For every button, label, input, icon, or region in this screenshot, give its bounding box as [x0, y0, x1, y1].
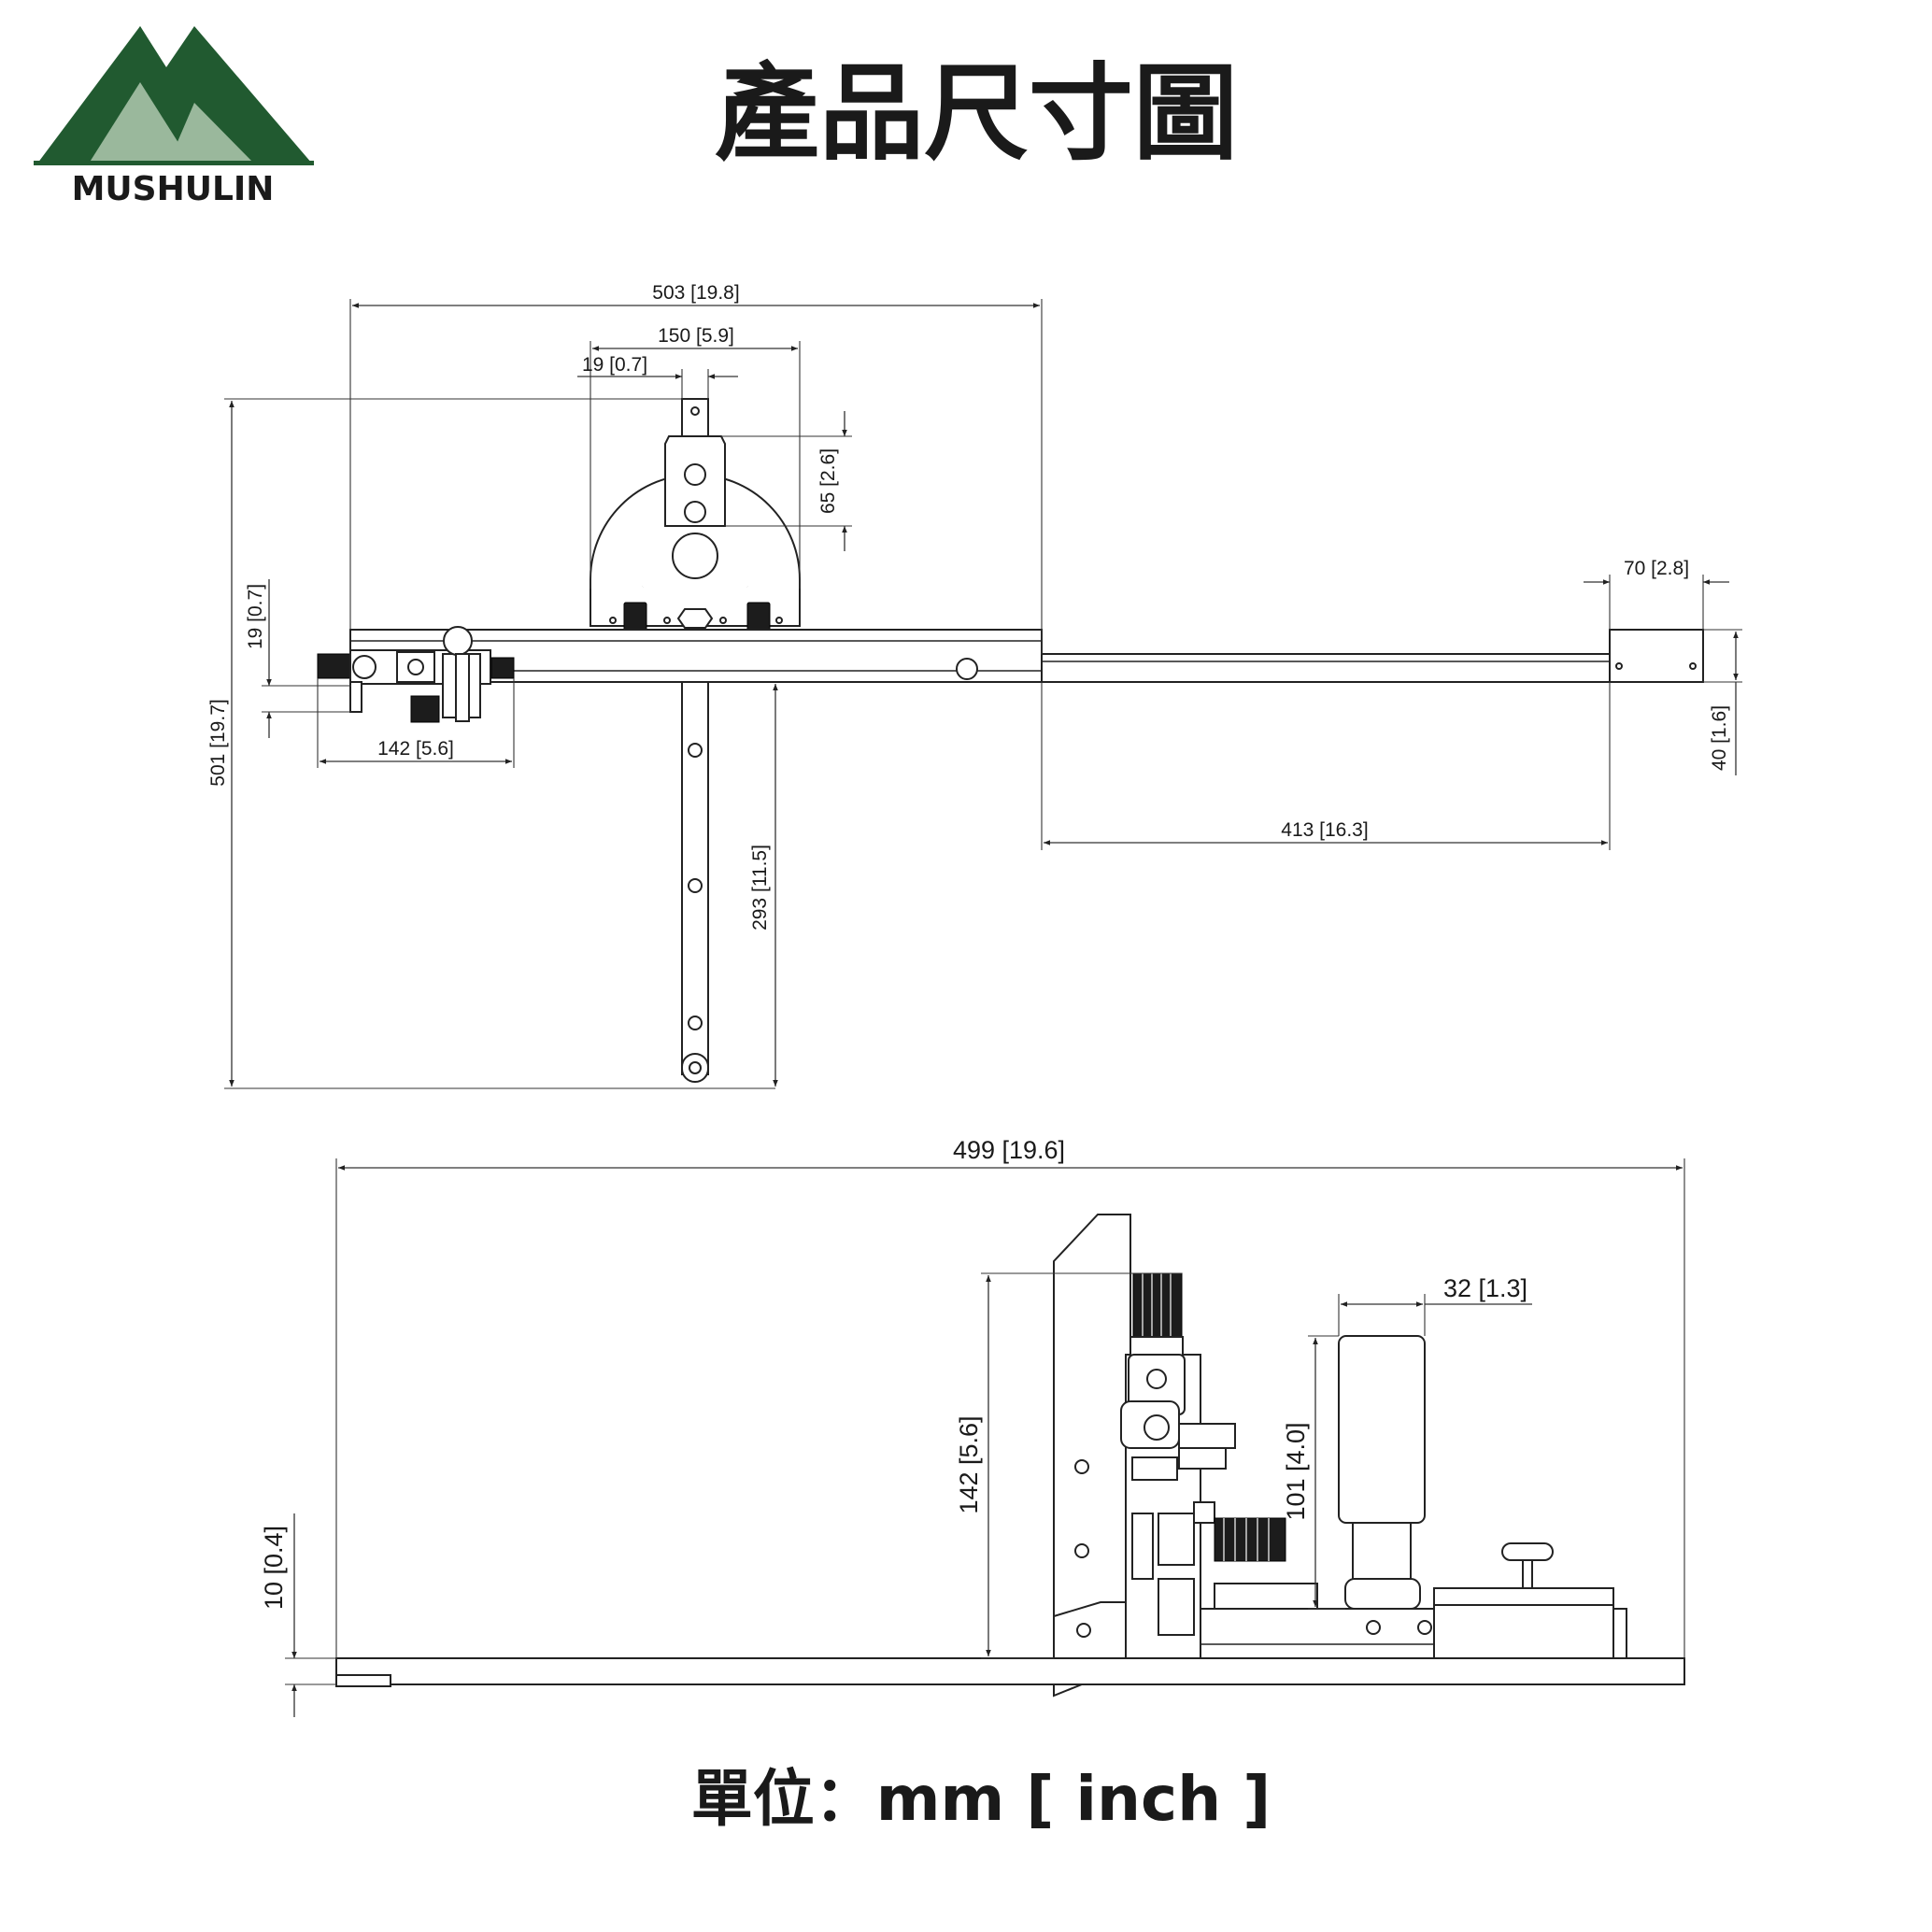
- brand-name: MUSHULIN: [72, 170, 275, 208]
- dim-left-offset: 19 [0.7]: [245, 584, 266, 649]
- knob-left-icon: [623, 602, 647, 632]
- dim-end-block-width: 70 [2.8]: [1624, 558, 1689, 579]
- side-knurled-knob-icon: [1214, 1517, 1286, 1562]
- dim-overall-length: 499 [19.6]: [953, 1136, 1065, 1164]
- dim-base-thickness: 10 [0.4]: [260, 1526, 288, 1610]
- handle-grip: [1338, 1335, 1426, 1524]
- top-view-dimensions: [224, 299, 1742, 1089]
- end-block: [1609, 629, 1704, 683]
- extension-bar: [1041, 653, 1611, 683]
- brand-logo: MUSHULIN: [34, 26, 314, 208]
- unit-label: 單位：mm [ inch ]: [691, 1763, 1271, 1835]
- dim-end-block-height: 40 [1.6]: [1709, 705, 1730, 771]
- side-view-dimensions: [285, 1158, 1685, 1717]
- dim-stop-width: 19 [0.7]: [582, 354, 647, 376]
- knob-lower-icon: [410, 695, 440, 723]
- dim-flip-stop-width: 142 [5.6]: [377, 738, 454, 760]
- side-view: [335, 1214, 1685, 1698]
- top-knurled-knob-icon: [1132, 1272, 1183, 1338]
- top-view-labels: 503 [19.8] 150 [5.9] 19 [0.7] 65 [2.6] 7…: [207, 282, 1730, 930]
- dim-stop-height: 65 [2.6]: [817, 448, 839, 514]
- side-view-labels: 499 [19.6] 142 [5.6] 32 [1.3] 101 [4.0] …: [260, 1136, 1527, 1610]
- top-view: [317, 398, 1704, 1083]
- knob-far-left-icon: [317, 653, 352, 679]
- dim-protractor-width: 150 [5.9]: [658, 325, 734, 347]
- dim-side-height: 142 [5.6]: [955, 1415, 983, 1513]
- page-title: 產品尺寸圖: [715, 53, 1238, 175]
- dim-handle-height: 101 [4.0]: [1282, 1422, 1310, 1520]
- dim-overall-width: 503 [19.8]: [652, 282, 739, 304]
- dim-bar-length: 293 [11.5]: [749, 845, 771, 930]
- knob-right-icon: [746, 602, 771, 632]
- side-body: [1053, 1214, 1131, 1659]
- lock-knob-icon: [1501, 1542, 1554, 1561]
- dim-handle-width: 32 [1.3]: [1443, 1274, 1527, 1302]
- base-plate: [335, 1657, 1685, 1685]
- dim-extension-length: 413 [16.3]: [1281, 819, 1368, 841]
- dim-overall-height: 501 [19.7]: [207, 699, 229, 786]
- top-stop: [681, 398, 709, 437]
